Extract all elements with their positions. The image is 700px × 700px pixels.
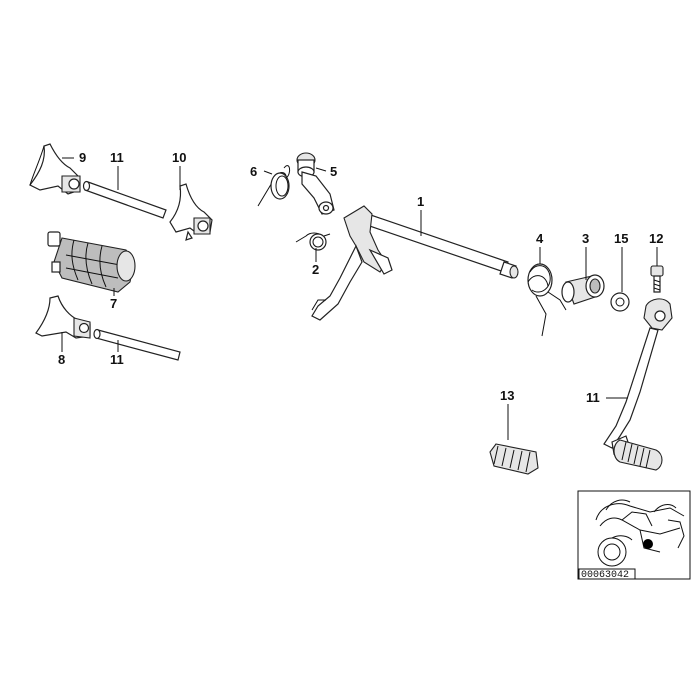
part-10-shift-fork bbox=[169, 183, 213, 241]
part-8-shift-fork bbox=[35, 295, 91, 339]
callout-8: 8 bbox=[58, 352, 65, 367]
part-6-spring bbox=[257, 165, 291, 207]
locator-inset: 00063042 bbox=[577, 490, 691, 581]
callout-6: 6 bbox=[250, 164, 257, 179]
part-13-screw bbox=[650, 265, 664, 293]
part-15-washer bbox=[610, 292, 630, 312]
part-9-shift-fork bbox=[29, 143, 81, 195]
callout-12: 11 bbox=[586, 390, 600, 405]
location-marker bbox=[643, 539, 653, 549]
callout-2: 2 bbox=[312, 262, 319, 277]
callout-10: 10 bbox=[172, 150, 186, 165]
part-3-sleeve bbox=[561, 274, 605, 305]
part-11-shift-rod-upper bbox=[82, 180, 167, 219]
callout-1: 1 bbox=[417, 194, 424, 209]
reference-code: 00063042 bbox=[581, 570, 629, 581]
part-2-spring bbox=[295, 232, 331, 251]
leader-lines bbox=[61, 157, 658, 440]
part-14-rubber-peg bbox=[489, 443, 539, 475]
inset-frame bbox=[577, 490, 691, 580]
motorcycle-icon bbox=[595, 499, 685, 567]
callout-11-upper: 11 bbox=[110, 150, 124, 165]
part-1-shift-shaft bbox=[311, 205, 519, 321]
callout-labels: 9 11 10 7 8 11 6 5 2 1 4 3 15 12 11 13 bbox=[58, 150, 663, 405]
part-7-shift-drum bbox=[47, 231, 136, 293]
callout-3: 3 bbox=[582, 231, 589, 246]
callout-14: 13 bbox=[500, 388, 514, 403]
callout-5: 5 bbox=[330, 164, 337, 179]
part-11-shift-rod-lower bbox=[93, 328, 181, 361]
callout-9: 9 bbox=[79, 150, 86, 165]
part-12-shift-lever bbox=[603, 298, 673, 471]
part-4-torsion-spring bbox=[527, 263, 567, 337]
callout-7: 7 bbox=[110, 296, 117, 311]
part-5-lever bbox=[296, 152, 335, 215]
callout-15: 15 bbox=[614, 231, 628, 246]
callout-4: 4 bbox=[536, 231, 544, 246]
callout-13: 12 bbox=[649, 231, 663, 246]
callout-11-lower: 11 bbox=[110, 352, 124, 367]
reference-code-box bbox=[578, 568, 636, 580]
